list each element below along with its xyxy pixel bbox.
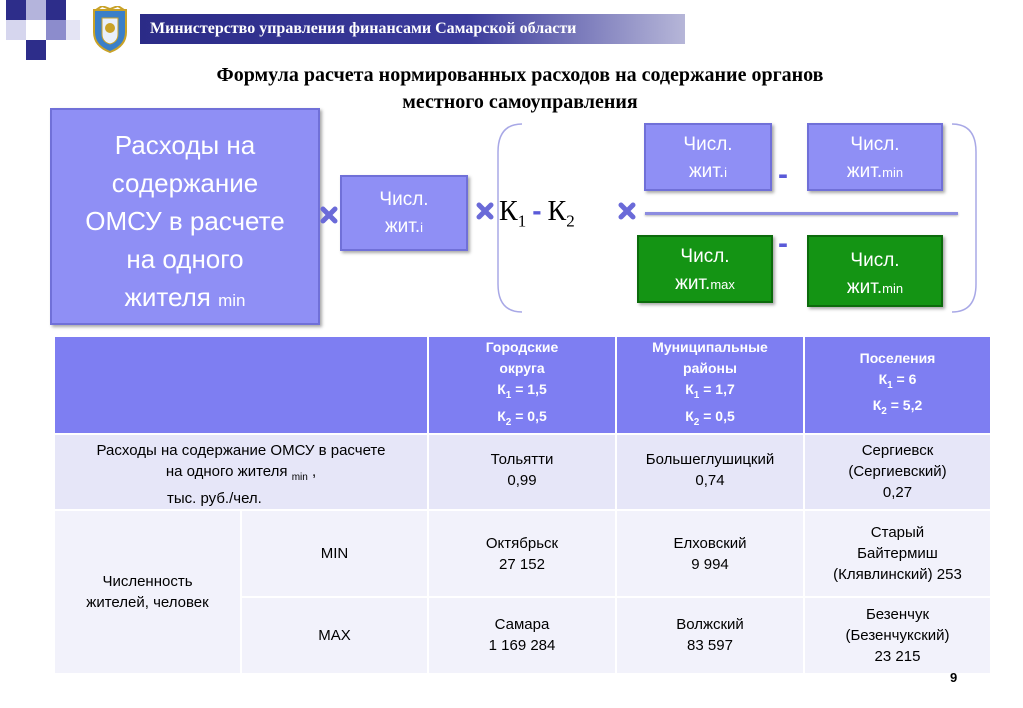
population-i-sub: i (420, 220, 424, 235)
denominator-max-line-1: Числ. (680, 246, 730, 267)
numerator-min-line-2: жит.min (846, 161, 904, 182)
header-settlements: Поселения К1 = 6 К2 = 5,2 (803, 335, 992, 435)
numerator-i-sub: i (724, 165, 728, 180)
table-header-row: Городские округа К1 = 1,5 К2 = 0,5 Муниц… (53, 335, 992, 435)
population-label-cell: Численность жителей, человек (53, 508, 242, 675)
population-i-line-1: Числ. (379, 189, 429, 210)
denominator-population-max-box: Числ. жит.max (637, 235, 773, 303)
min-label-cell: MIN (240, 508, 429, 598)
table-row: Численность жителей, человек MIN Октябрь… (53, 508, 992, 675)
expenses-settlement-cell: Сергиевск (Сергиевский) 0,27 (803, 432, 992, 511)
expenses-box-line-4: на одного (126, 244, 244, 274)
min-city-cell: Октябрьск 27 152 (427, 508, 617, 598)
expenses-box-line-3: ОМСУ в расчете (85, 206, 285, 236)
expenses-box-line-1: Расходы на (114, 130, 256, 160)
header-municipal-districts: Муниципальные районы К1 = 1,7 К2 = 0,5 (615, 335, 805, 435)
numerator-min-line-1: Числ. (850, 134, 900, 155)
slide-title: Формула расчета нормированных расходов н… (60, 62, 980, 116)
page-number: 9 (950, 670, 958, 685)
denominator-min-sub: min (882, 281, 904, 296)
header-city-districts: Городские округа К1 = 1,5 К2 = 0,5 (427, 335, 617, 435)
max-district-cell: Волжский 83 597 (615, 595, 805, 675)
ministry-header: Министерство управления финансами Самарс… (140, 14, 685, 44)
numerator-min-sub: min (882, 165, 904, 180)
denominator-max-line-2: жит.max (675, 273, 735, 294)
max-city-cell: Самара 1 169 284 (427, 595, 617, 675)
multiply-icon (476, 202, 494, 220)
denominator-min-line-2: жит.min (846, 277, 904, 298)
denominator-max-sub: max (710, 277, 735, 292)
decor-square-1 (6, 0, 26, 20)
slide-title-line-1: Формула расчета нормированных расходов н… (216, 64, 824, 86)
decor-square-7 (66, 20, 80, 40)
numerator-population-i-box: Числ. жит.i (644, 123, 772, 191)
expenses-box-line-2: содержание (111, 168, 259, 198)
max-label-cell: MAX (240, 595, 429, 675)
decor-square-5 (46, 20, 66, 40)
expenses-per-resident-box: Расходы на содержание ОМСУ в расчете на … (50, 108, 320, 325)
numerator-i-line-1: Числ. (683, 134, 733, 155)
numerator-minus-sign: - (778, 158, 788, 191)
decor-square-4 (6, 20, 26, 40)
slide-title-line-2: местного самоуправления (402, 91, 638, 113)
header-empty-cell (53, 335, 429, 435)
decor-square-8 (66, 0, 80, 20)
table-row: MAX Самара 1 169 284 Волжский 83 597 Без… (54, 595, 992, 675)
coefficients-table: Городские округа К1 = 1,5 К2 = 0,5 Муниц… (53, 335, 992, 675)
expenses-city-cell: Тольятти 0,99 (427, 432, 617, 511)
expenses-box-sub: min (218, 291, 246, 310)
decor-square-3 (46, 0, 66, 20)
denominator-minus-sign: - (778, 227, 788, 260)
decor-square-2 (26, 0, 46, 20)
denominator-min-line-1: Числ. (850, 250, 900, 271)
min-district-cell: Елховский 9 994 (615, 508, 805, 598)
decor-square-6 (26, 40, 46, 60)
multiply-icon (320, 206, 338, 224)
expenses-row-label: Расходы на содержание ОМСУ в расчете на … (53, 432, 429, 511)
min-settlement-cell: Старый Байтермиш (Клявлинский) 253 (803, 508, 992, 598)
max-settlement-cell: Безенчук (Безенчукский) 23 215 (803, 595, 992, 675)
fraction-line (645, 212, 958, 215)
right-parenthesis (951, 123, 977, 313)
population-i-line-2: жит.i (384, 216, 424, 237)
denominator-population-min-box: Числ. жит.min (807, 235, 943, 307)
minus-sign: - (532, 195, 542, 226)
population-i-box: Числ. жит.i (340, 175, 468, 251)
left-parenthesis (497, 123, 523, 313)
expenses-district-cell: Большеглушицкий 0,74 (615, 432, 805, 511)
table-row: Расходы на содержание ОМСУ в расчете на … (53, 432, 992, 511)
k1-minus-k2-expression: К1-К2 (499, 194, 575, 239)
coat-of-arms-icon (93, 6, 127, 54)
k1-symbol: К1 (499, 196, 527, 231)
numerator-population-min-box: Числ. жит.min (807, 123, 943, 191)
multiply-icon (618, 202, 636, 220)
k2-symbol: К2 (547, 196, 575, 231)
numerator-i-line-2: жит.i (688, 161, 728, 182)
expenses-box-line-5: жителя min (124, 282, 246, 312)
